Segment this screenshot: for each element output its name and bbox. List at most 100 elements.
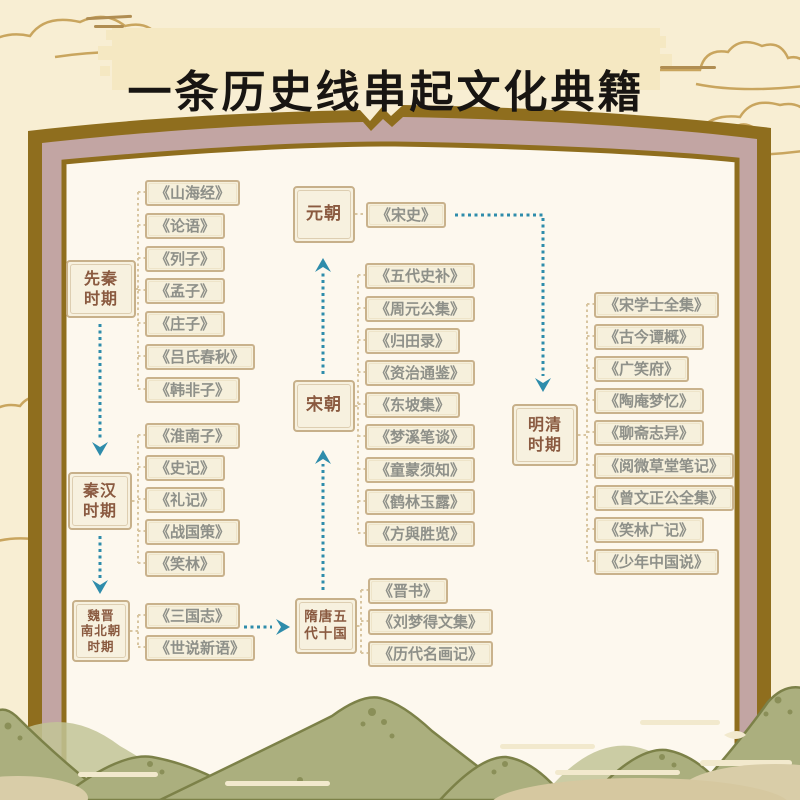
era-label: 魏晋 南北朝 时期 <box>80 607 122 654</box>
era-label: 先秦 时期 <box>83 269 118 308</box>
book-chip: 《童蒙须知》 <box>365 457 476 483</box>
era-box-xianqin: 先秦 时期 <box>66 260 136 318</box>
book-title: 《庄子》 <box>155 314 216 333</box>
book-chip: 《三国志》 <box>145 603 241 629</box>
era-label: 宋朝 <box>306 395 342 416</box>
book-chip: 《曾文正公全集》 <box>594 485 735 511</box>
book-title: 《世说新语》 <box>155 638 246 657</box>
title-banner <box>112 28 660 90</box>
book-chip: 《战国策》 <box>145 519 241 545</box>
book-chip: 《宋史》 <box>366 202 447 228</box>
book-title: 《童蒙须知》 <box>375 460 466 479</box>
banner-step <box>648 76 658 86</box>
book-title: 《宋史》 <box>376 205 437 224</box>
connector-lines <box>130 191 594 654</box>
book-title: 《聊斋志异》 <box>604 423 695 442</box>
book-title: 《刘梦得文集》 <box>378 612 484 631</box>
book-title: 《广笑府》 <box>604 359 680 378</box>
book-chip: 《阅微草堂笔记》 <box>594 453 735 479</box>
banner-step <box>658 54 672 68</box>
book-chip: 《世说新语》 <box>145 635 256 661</box>
book-chip: 《论语》 <box>145 213 226 239</box>
arrowhead-down <box>535 378 551 392</box>
book-chip: 《广笑府》 <box>594 356 690 382</box>
book-title: 《少年中国说》 <box>604 552 710 571</box>
book-title: 《吕氏春秋》 <box>155 347 246 366</box>
book-title: 《论语》 <box>155 216 216 235</box>
book-chip: 《晋书》 <box>368 578 449 604</box>
book-title: 《陶庵梦忆》 <box>604 391 695 410</box>
book-chip: 《史记》 <box>145 455 226 481</box>
book-title: 《归田录》 <box>375 331 451 350</box>
book-chip: 《孟子》 <box>145 278 226 304</box>
book-chip: 《韩非子》 <box>145 377 241 403</box>
era-box-yuan: 元朝 <box>293 186 355 243</box>
book-chip: 《五代史补》 <box>365 263 476 289</box>
book-chip: 《笑林广记》 <box>594 517 705 543</box>
book-title: 《淮南子》 <box>155 426 231 445</box>
era-label: 元朝 <box>306 203 342 224</box>
book-title: 《战国策》 <box>155 522 231 541</box>
book-title: 《山海经》 <box>155 183 231 202</box>
book-title: 《笑林》 <box>155 554 216 573</box>
era-label: 秦汉 时期 <box>82 481 117 520</box>
book-chip: 《山海经》 <box>145 180 241 206</box>
mist-streaks <box>78 720 792 786</box>
corner-mist <box>0 776 88 800</box>
banner-deco-stroke <box>660 66 716 69</box>
banner-step <box>100 66 110 76</box>
book-chip: 《资治通鉴》 <box>365 360 476 386</box>
book-title: 《三国志》 <box>155 606 231 625</box>
book-title: 《韩非子》 <box>155 380 231 399</box>
era-box-mingqing: 明清 时期 <box>512 404 578 466</box>
book-title: 《礼记》 <box>155 490 216 509</box>
book-chip: 《陶庵梦忆》 <box>594 388 705 414</box>
arrowhead-right <box>276 619 290 635</box>
book-chip: 《鹤林玉露》 <box>365 489 476 515</box>
book-title: 《资治通鉴》 <box>375 363 466 382</box>
book-title: 《鹤林玉露》 <box>375 492 466 511</box>
book-chip: 《笑林》 <box>145 551 226 577</box>
mountains <box>0 686 800 800</box>
book-chip: 《吕氏春秋》 <box>145 344 256 370</box>
book-chip: 《归田录》 <box>365 328 461 354</box>
book-chip: 《少年中国说》 <box>594 549 720 575</box>
arrowhead-up <box>315 450 331 464</box>
book-title: 《历代名画记》 <box>378 644 484 663</box>
book-title: 《古今谭概》 <box>604 327 695 346</box>
book-chip: 《东坡集》 <box>365 392 461 418</box>
book-chip: 《方與胜览》 <box>365 521 476 547</box>
book-title: 《宋学士全集》 <box>604 295 710 314</box>
book-chip: 《宋学士全集》 <box>594 292 720 318</box>
book-title: 《笑林广记》 <box>604 520 695 539</box>
flow-arrows <box>92 213 551 635</box>
era-box-qinhan: 秦汉 时期 <box>68 472 132 530</box>
book-title: 《阅微草堂笔记》 <box>604 456 725 475</box>
book-title: 《列子》 <box>155 249 216 268</box>
book-chip: 《聊斋志异》 <box>594 420 705 446</box>
book-title: 《梦溪笔谈》 <box>375 427 466 446</box>
book-chip: 《梦溪笔谈》 <box>365 424 476 450</box>
corner-mist <box>493 778 787 800</box>
banner-deco-stroke <box>94 25 124 28</box>
book-title: 《周元公集》 <box>375 299 466 318</box>
arrowhead-up <box>315 258 331 272</box>
book-chip: 《周元公集》 <box>365 296 476 322</box>
book-title: 《曾文正公全集》 <box>604 488 725 507</box>
book-chip: 《淮南子》 <box>145 423 241 449</box>
book-title: 《东坡集》 <box>375 395 451 414</box>
era-box-suitang: 隋唐五 代十国 <box>295 598 357 654</box>
banner-step <box>654 36 666 48</box>
book-chip: 《庄子》 <box>145 311 226 337</box>
era-box-weijin: 魏晋 南北朝 时期 <box>72 600 130 662</box>
book-title: 《史记》 <box>155 458 216 477</box>
banner-step <box>98 46 112 60</box>
book-title: 《方與胜览》 <box>375 524 466 543</box>
era-label: 明清 时期 <box>527 415 562 454</box>
book-chip: 《列子》 <box>145 246 226 272</box>
book-chip: 《古今谭概》 <box>594 324 705 350</box>
book-chip: 《刘梦得文集》 <box>368 609 494 635</box>
book-title: 《五代史补》 <box>375 266 466 285</box>
era-label: 隋唐五 代十国 <box>304 609 348 642</box>
arrowhead-down <box>92 442 108 456</box>
